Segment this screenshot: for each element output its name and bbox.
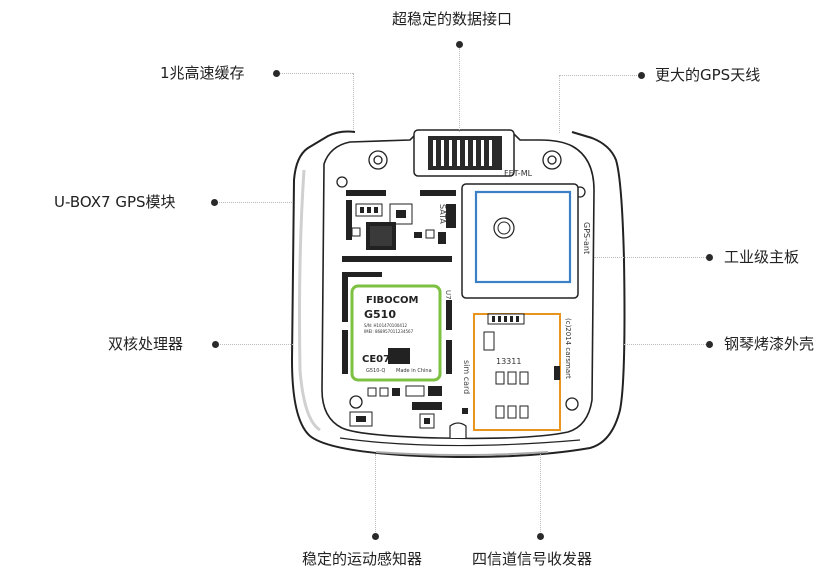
callout-transceiver: 四信道信号收发器 [472,550,593,568]
connector-label: FET-ML [504,169,533,178]
shell-highlight [298,169,321,432]
dot-cache [273,70,280,77]
callout-dual-core: 双核处理器 [108,335,184,353]
sim-number: 13311 [496,357,521,366]
leader-mainboard [594,257,708,258]
leader-shell [624,344,708,345]
leader-gps-antenna-drop [559,75,560,133]
callout-mainboard: 工业级主板 [724,248,800,266]
leader-cache-drop [353,73,354,131]
module-line1: S/N: H101470100412 [364,323,408,328]
sensor-area [349,385,468,438]
sata-label: SATA [438,204,447,224]
dot-mainboard [706,254,713,261]
module-line3: G510-Q [366,368,385,374]
sim-card-slot [473,313,561,431]
leader-dual-core [215,344,293,345]
callout-gps-module: U-BOX7 GPS模块 [54,193,176,211]
leader-cache [277,73,353,74]
u7-label: U7 [444,290,452,300]
dot-sensor [372,533,379,540]
g510-module [350,284,442,382]
leader-gps-antenna [559,75,641,76]
base-foot [375,451,549,456]
gps-antenna-patch [461,183,579,299]
module-made-in: Made in China [396,368,432,374]
callout-cache: 1兆高速缓存 [160,64,245,82]
leader-data-port [459,48,460,132]
dot-transceiver [537,533,544,540]
dot-dual-core [212,341,219,348]
module-brand: FIBOCOM [366,295,419,306]
data-port-connector [413,129,515,177]
leader-gps-module [214,202,292,203]
copyright-text: (c)2014 carsmart [564,318,572,379]
gps-ant-label: GPS-ant [582,222,591,254]
leader-transceiver [540,454,541,536]
module-frame [342,272,452,374]
dot-data-port [456,41,463,48]
callout-sensor: 稳定的运动感知器 [302,550,423,568]
module-ce-mark: CE0700 [362,354,404,365]
dot-shell [706,341,713,348]
callout-shell: 钢琴烤漆外壳 [724,335,815,353]
sim-card-label: sim card [462,360,471,394]
dot-gps-antenna [638,72,645,79]
cache-chip-area [342,190,456,262]
leader-sensor [375,454,376,536]
module-line2: IMEI: 868957011234567 [364,329,414,334]
callout-data-port: 超稳定的数据接口 [392,10,513,28]
dot-gps-module [211,199,218,206]
outer-shell [290,130,626,458]
module-model: G510 [364,308,396,321]
screw-holes [336,150,586,411]
base-bottom [339,437,581,447]
callout-gps-antenna: 更大的GPS天线 [655,66,761,84]
